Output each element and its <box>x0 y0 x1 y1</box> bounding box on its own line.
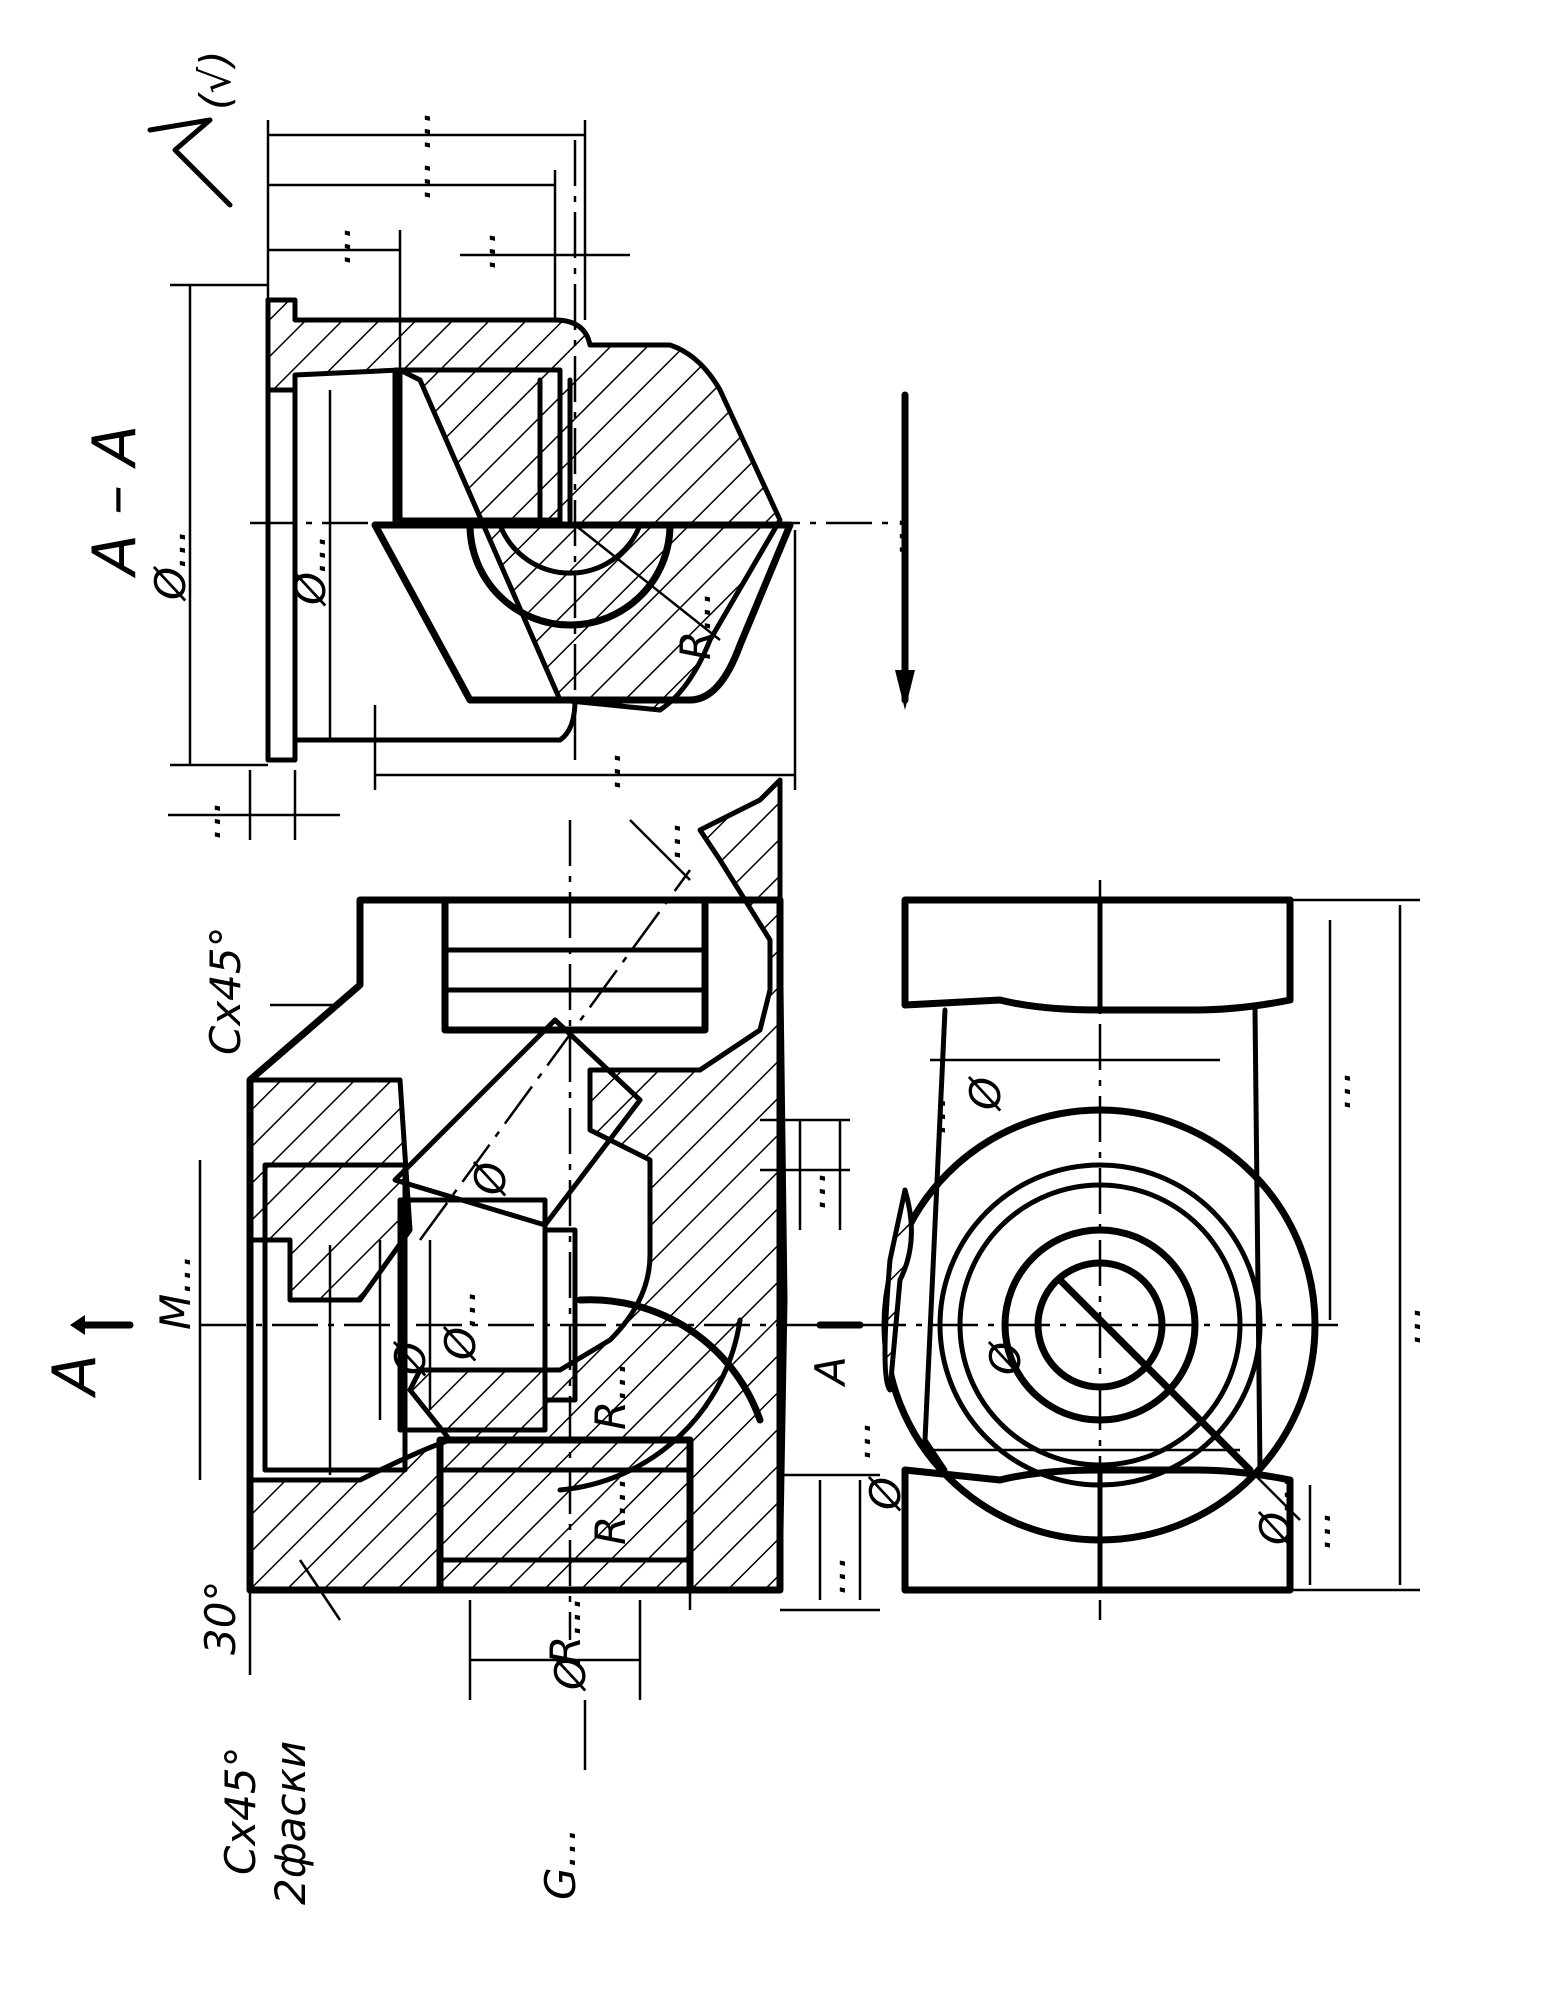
main-inner-arc <box>557 1317 743 1493</box>
side-view: Ø Ø... Ø ... ... ... ... ... Ø <box>831 880 1430 1620</box>
main-dia-label-2: Ø... <box>436 1289 485 1362</box>
section-dim-dots-1: ... <box>391 110 440 150</box>
chamfer-top-label: Cx45° <box>201 926 250 1055</box>
bottom-dia-label: Ø <box>546 1656 595 1692</box>
main-section-view: A M... Cx45° Ø Ø... Ø R... R... R... A .… <box>40 777 880 1665</box>
main-dim-dots-3: ... <box>641 820 690 860</box>
main-radius-label-2: R... <box>586 1476 635 1545</box>
main-right-fitting-bore <box>441 896 709 1034</box>
section-dia-label-1: Ø... <box>146 529 195 602</box>
main-thread-label: M... <box>151 1254 200 1330</box>
side-view-dim-dots-2: ... <box>1381 1305 1430 1345</box>
section-aa-outline <box>265 297 578 763</box>
main-inclined-channel <box>392 1017 643 1228</box>
section-aa-inner-bore <box>292 367 563 743</box>
roughness-check-icon <box>147 117 233 208</box>
section-aa-bore-arc-inner <box>497 522 643 576</box>
section-dim-dots-3: ... <box>311 225 360 265</box>
chamfer-bottom-label-1: Cx45° <box>216 1746 265 1875</box>
section-aa-dimensions <box>168 120 915 840</box>
side-view-dim-dots-1: ... <box>1311 1070 1360 1110</box>
section-dia-label-2: Ø... <box>286 534 335 607</box>
section-radius-label: R... <box>671 591 720 660</box>
side-view-left-flank <box>922 1007 948 1473</box>
side-view-dia-leader <box>1056 1276 1254 1474</box>
main-seat <box>542 1227 578 1403</box>
side-view-hatch <box>882 1187 914 1393</box>
main-centerline-incline <box>418 869 692 1241</box>
side-view-dia-label-2: Ø... <box>1251 1474 1300 1547</box>
side-view-right-flank <box>1252 1007 1263 1473</box>
section-aa-cone <box>371 521 794 704</box>
section-aa-bore-arc <box>466 521 674 629</box>
side-view-dim-dots-3: ... <box>1291 1510 1340 1550</box>
main-radius-label-3: R... <box>541 1596 590 1665</box>
section-aa-wall <box>265 297 783 713</box>
section-dim-dots-6: ... <box>866 515 915 555</box>
section-aa-view: A – A Ø... Ø... R... ... ... ... ... ...… <box>80 50 915 840</box>
roughness-mark: (√) <box>191 50 240 110</box>
angle-30-label: 30° <box>196 1581 245 1655</box>
main-dim-dots-1: ... <box>786 1170 835 1210</box>
section-aa-channel <box>537 377 573 523</box>
main-dimensions <box>70 819 880 1621</box>
section-dim-dots-4: ... <box>456 230 505 270</box>
chamfer-bottom-label-2: 2фаски <box>266 1741 315 1905</box>
side-view-dim-dots-5: ... <box>831 1420 880 1460</box>
main-large-arc <box>576 1296 764 1424</box>
main-radius-label-1: R... <box>586 1361 635 1430</box>
side-view-dim-dots-4: ... <box>906 1095 955 1135</box>
main-channel-dia-label: Ø <box>466 1161 515 1197</box>
bottom-left-annotations: 30° Cx45° 2фаски G... Ø <box>196 1580 642 1905</box>
section-arrow-label-top: A <box>40 1354 110 1399</box>
side-view-dia-sym: Ø <box>981 1341 1030 1377</box>
side-view-dimensions <box>930 898 1420 1592</box>
pipe-thread-label: G... <box>536 1827 585 1900</box>
section-arrow-label-bottom: A <box>806 1356 855 1388</box>
section-title: A – A <box>80 425 150 579</box>
side-view-dia-label-3: Ø <box>861 1476 910 1512</box>
main-left-boss <box>247 1077 413 1303</box>
section-dim-dots-7: ... <box>181 800 230 840</box>
main-thread-bore <box>262 1162 408 1473</box>
side-view-dia-label-1: Ø <box>961 1076 1010 1112</box>
main-dia-label-1: Ø <box>386 1341 435 1377</box>
section-dim-dots-5: ... <box>581 750 630 790</box>
section-dim-dots-2: ... <box>391 160 440 200</box>
main-dim-dots-2: ... <box>806 1555 855 1595</box>
